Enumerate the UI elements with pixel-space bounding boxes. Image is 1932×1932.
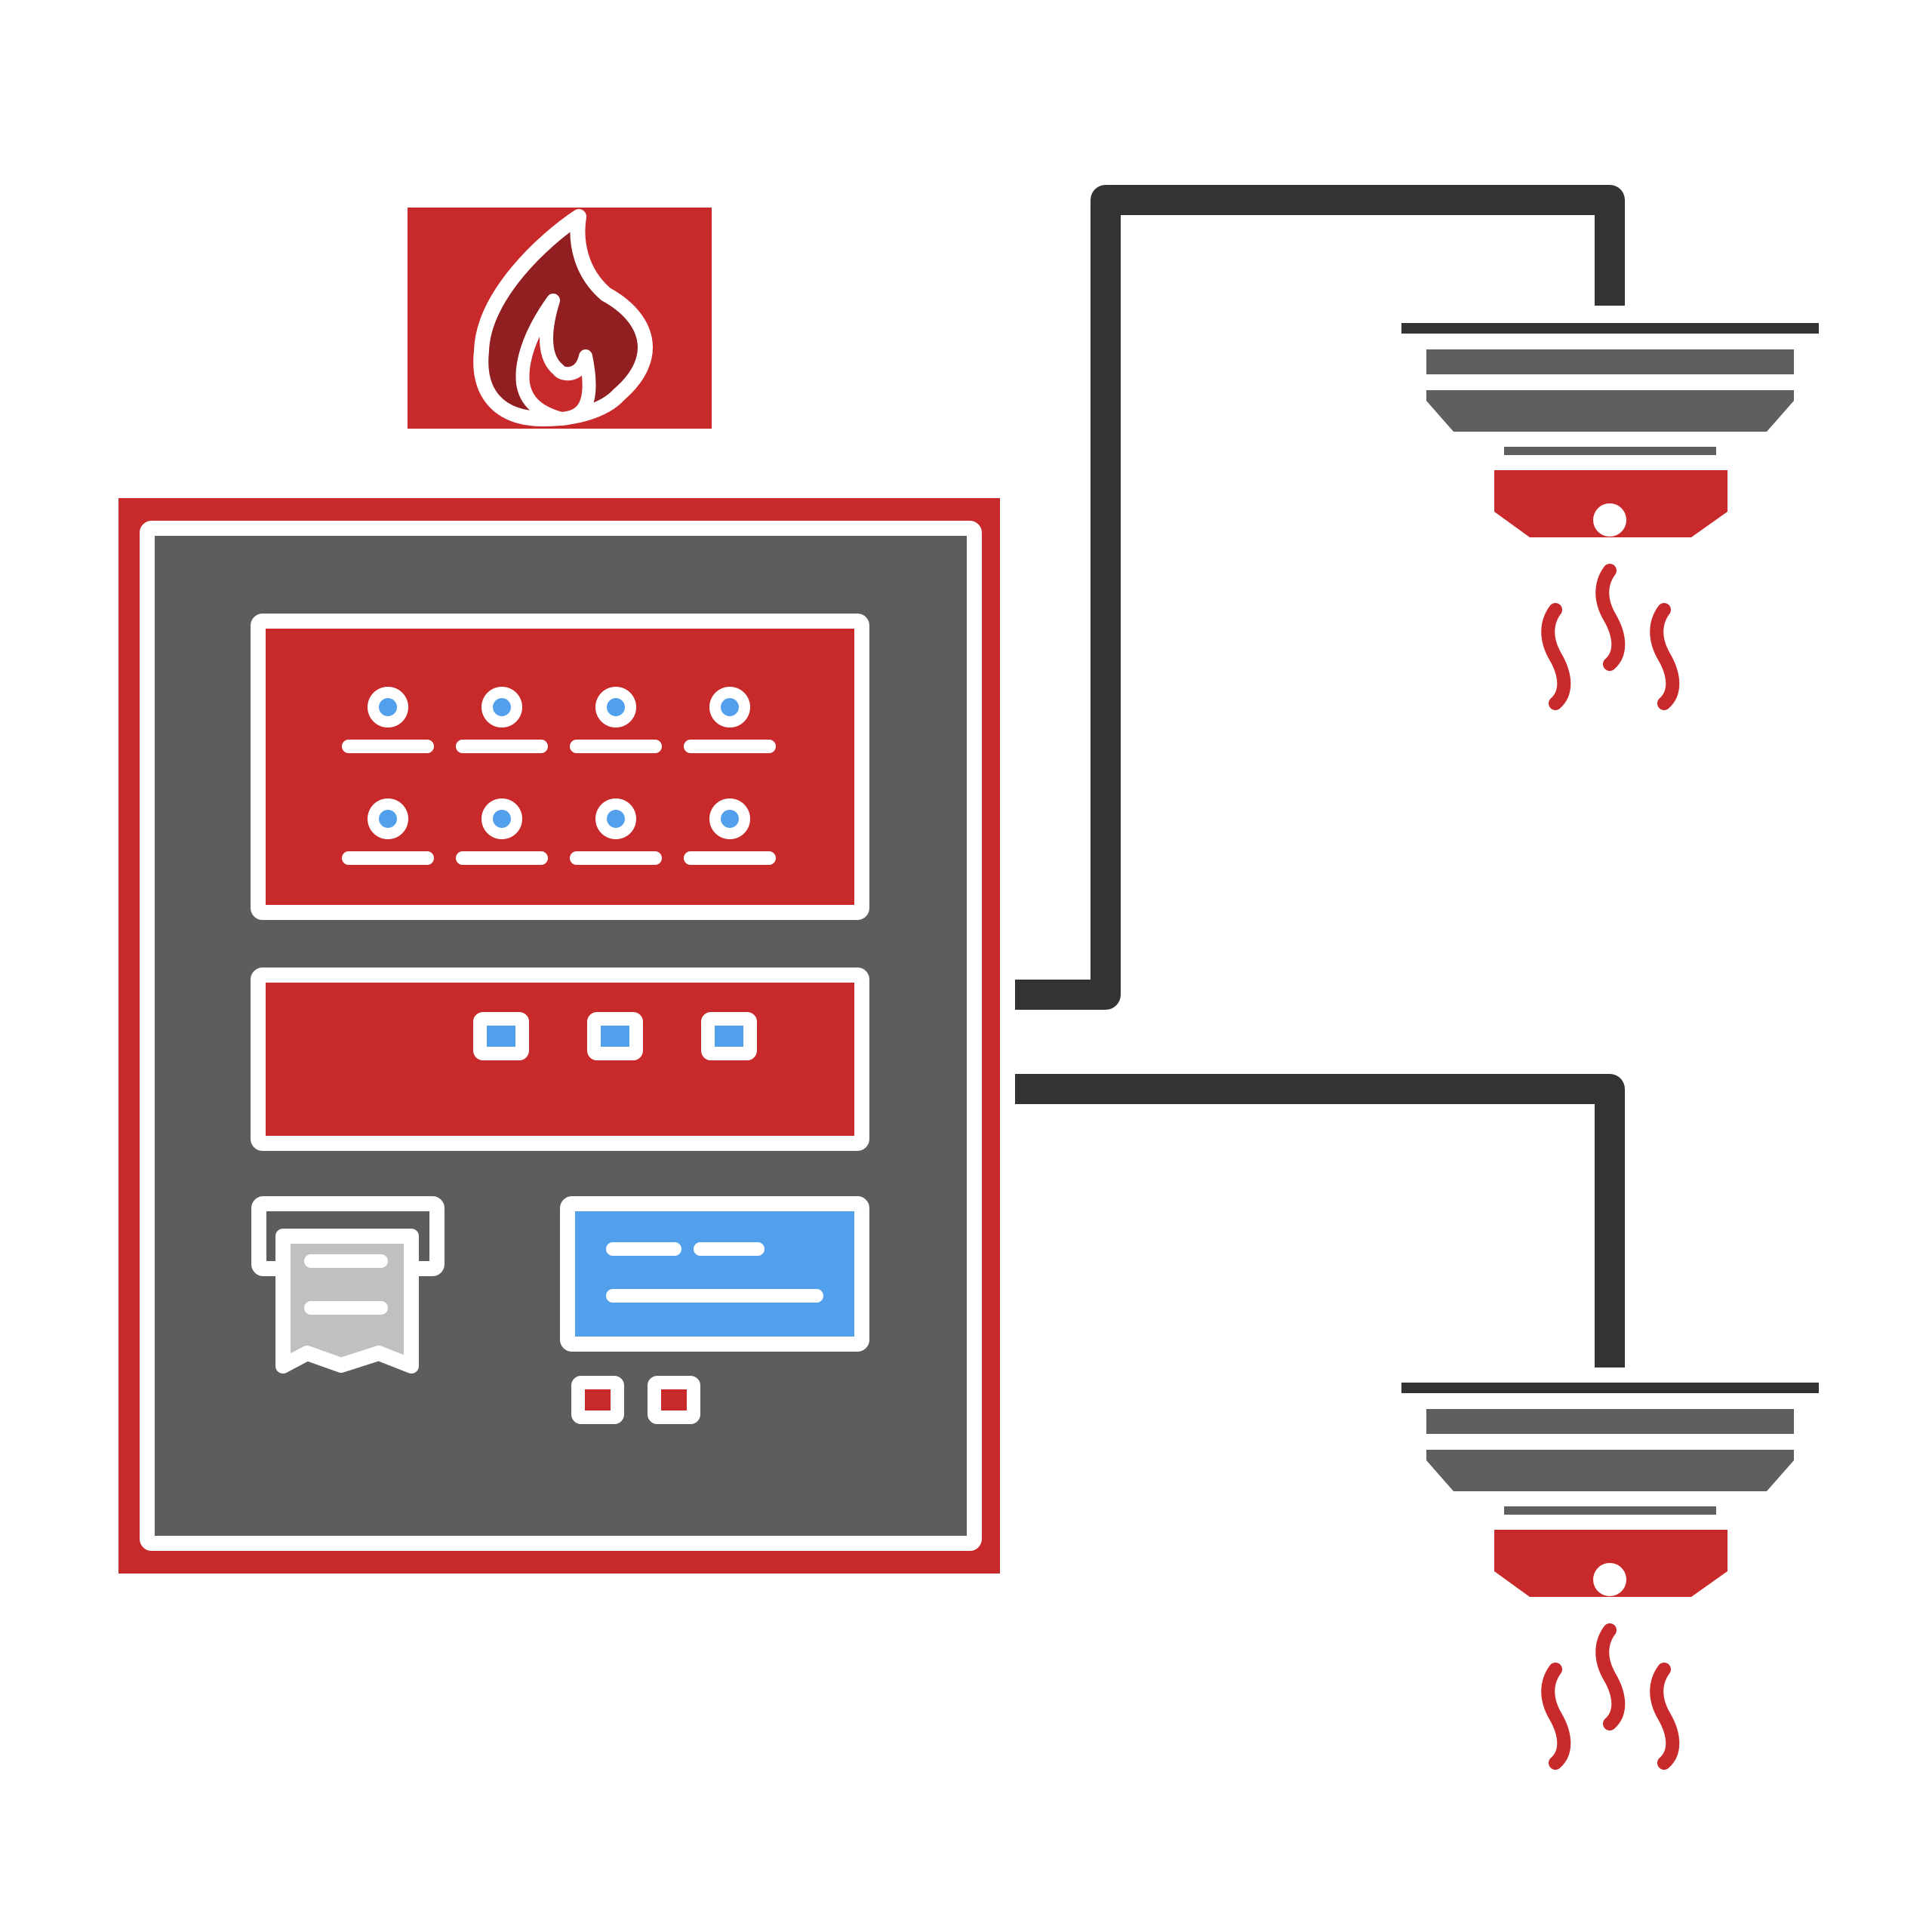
smoke-wave-icon <box>1541 1623 1680 1770</box>
indicator-led-icon <box>342 687 434 753</box>
wiring <box>1015 185 1625 1367</box>
smoke-detector-icon <box>1401 1383 1819 1597</box>
receipt-printer-icon <box>251 1196 445 1374</box>
indicator-led-icon <box>684 798 776 865</box>
smoke-wave-icon <box>1541 564 1680 710</box>
smoke-detectors <box>1401 323 1819 1770</box>
square-button-icon <box>473 1012 529 1060</box>
small-button-icon <box>648 1376 700 1424</box>
indicator-grid <box>342 687 776 865</box>
square-button-icon <box>701 1012 757 1060</box>
indicator-led-icon <box>456 798 548 865</box>
flame-icon <box>473 209 653 426</box>
indicator-led-icon <box>456 687 548 753</box>
fire-sign <box>408 208 712 429</box>
button-strip <box>251 968 869 1151</box>
square-button-icon <box>587 1012 643 1060</box>
control-panel <box>118 498 1000 1574</box>
button-row <box>473 1012 757 1060</box>
small-button-icon <box>571 1376 624 1424</box>
indicator-led-icon <box>570 687 662 753</box>
upper-wire <box>1015 185 1625 1010</box>
lower-wire <box>1015 1074 1625 1367</box>
indicator-led-icon <box>684 687 776 753</box>
smoke-detector-icon <box>1401 323 1819 537</box>
indicator-display <box>251 614 869 920</box>
indicator-led-icon <box>342 798 434 865</box>
indicator-led-icon <box>570 798 662 865</box>
lcd-screen <box>560 1196 869 1352</box>
small-button-row <box>571 1376 700 1424</box>
